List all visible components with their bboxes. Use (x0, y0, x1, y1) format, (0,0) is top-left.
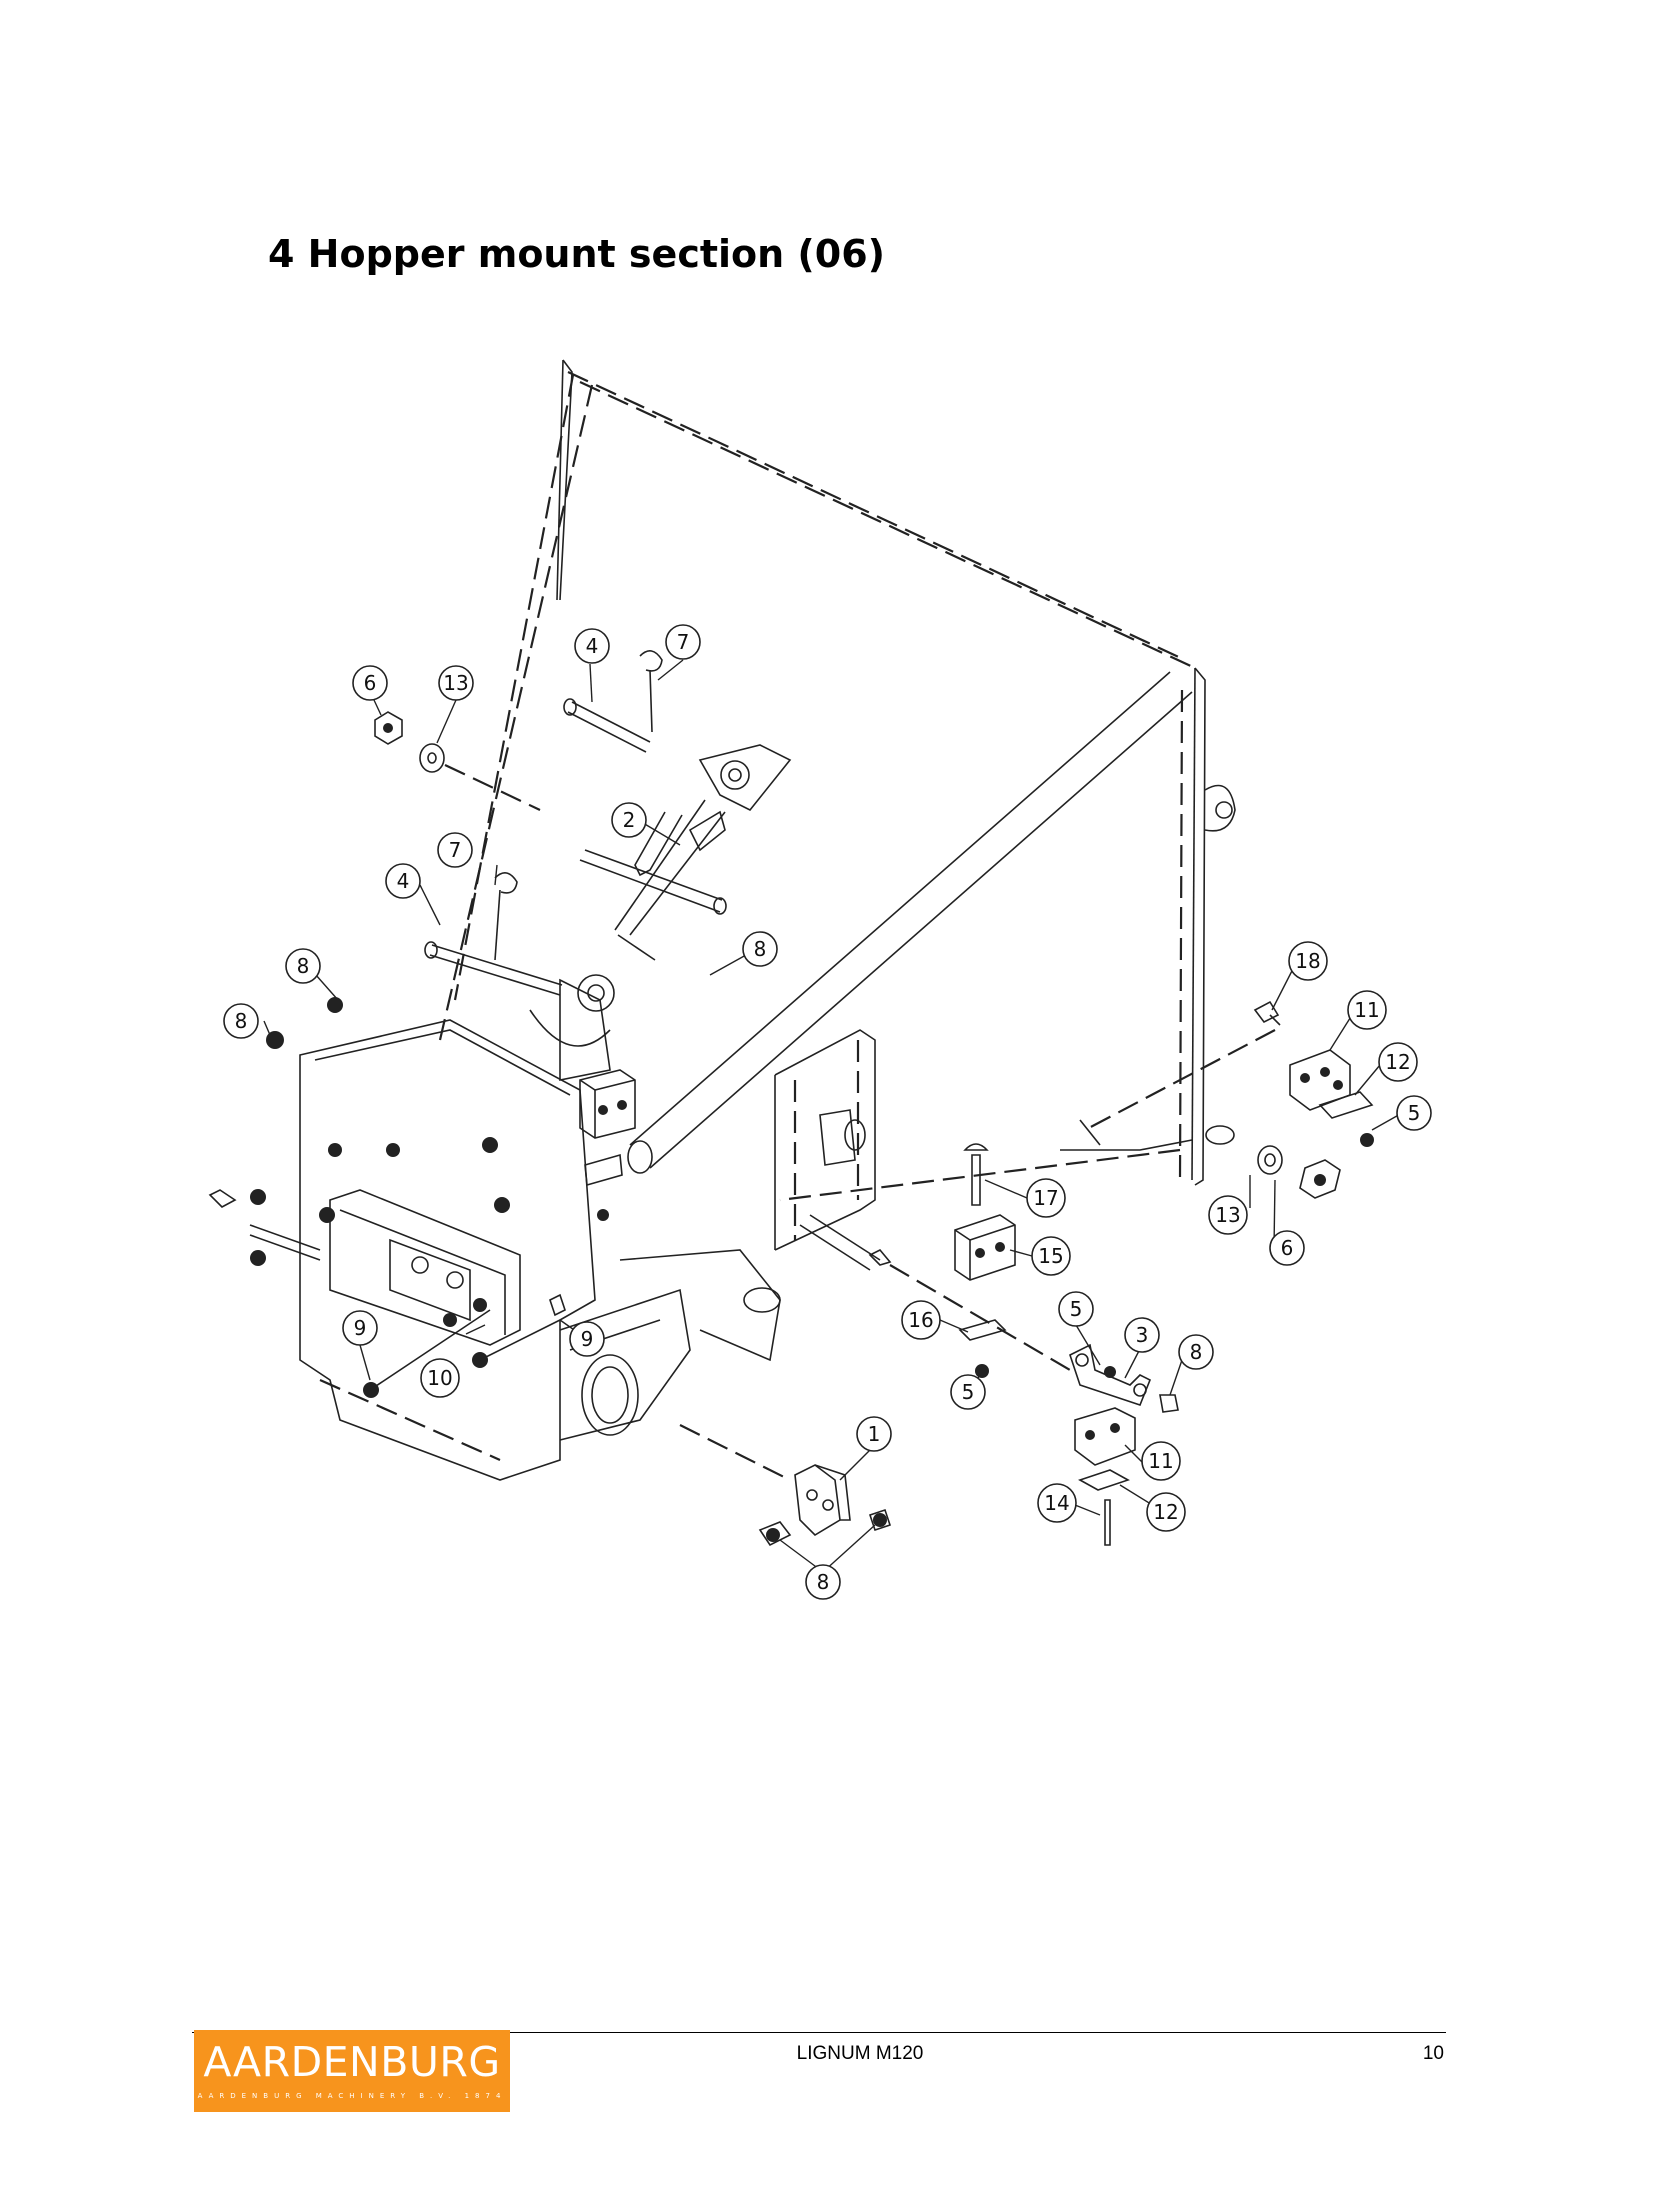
callout-2: 2 (611, 802, 647, 838)
svg-text:2: 2 (623, 808, 636, 832)
svg-text:17: 17 (1033, 1186, 1058, 1210)
svg-text:8: 8 (297, 954, 310, 978)
callout-12-lower: 12 (1146, 1492, 1186, 1532)
svg-text:15: 15 (1038, 1244, 1063, 1268)
right-pin-hardware (1205, 1125, 1341, 1199)
svg-text:4: 4 (397, 869, 410, 893)
svg-text:3: 3 (1136, 1323, 1149, 1347)
page-title: 4 Hopper mount section (06) (268, 232, 886, 276)
leader-lines (263, 659, 1403, 1573)
callout-8-left-upper: 8 (285, 948, 321, 984)
callout-18: 18 (1288, 941, 1328, 981)
footer-rule (192, 2032, 1446, 2033)
svg-text:16: 16 (908, 1308, 933, 1332)
callout-7-lower: 7 (437, 832, 473, 868)
callout-4-upper: 4 (574, 628, 610, 664)
callout-8-mid: 8 (742, 931, 778, 967)
callout-14: 14 (1037, 1483, 1077, 1523)
svg-text:1: 1 (868, 1422, 881, 1446)
svg-text:7: 7 (449, 838, 462, 862)
svg-text:11: 11 (1148, 1449, 1173, 1473)
clamp-block-right (1079, 1000, 1374, 1147)
footer-page-number: 10 (1422, 2043, 1444, 2064)
frame-plate (299, 1019, 781, 1481)
clamp-block-middle (868, 1143, 1071, 1378)
callout-1: 1 (856, 1416, 892, 1452)
callout-6-upper: 6 (352, 665, 388, 701)
callout-6-right: 6 (1269, 1230, 1305, 1266)
logo-wordmark: AARDENBURG (203, 2038, 501, 2086)
callout-8-right: 8 (1178, 1334, 1214, 1370)
svg-text:13: 13 (1215, 1203, 1240, 1227)
callout-5-mid: 5 (950, 1374, 986, 1410)
aardenburg-logo: AARDENBURG AARDENBURG MACHINERY B.V. 187… (194, 2030, 510, 2112)
svg-text:11: 11 (1354, 998, 1379, 1022)
bottom-bracket (679, 1424, 892, 1547)
callout-8-left: 8 (223, 1003, 259, 1039)
svg-text:5: 5 (1408, 1101, 1421, 1125)
callout-13-upper: 13 (438, 665, 474, 701)
callout-10: 10 (420, 1358, 460, 1398)
footer-document-name: LIGNUM M120 (796, 2043, 924, 2064)
callout-7-upper: 7 (665, 624, 701, 660)
callout-8-bottom: 8 (805, 1564, 841, 1600)
svg-text:8: 8 (817, 1570, 830, 1594)
diagonal-tube (627, 671, 1193, 1174)
svg-text:14: 14 (1044, 1491, 1069, 1515)
svg-text:18: 18 (1295, 949, 1320, 973)
callout-11-upper: 11 (1347, 990, 1387, 1030)
callout-9-mid: 9 (569, 1321, 605, 1357)
callout-9-left: 9 (342, 1310, 378, 1346)
svg-text:5: 5 (962, 1380, 975, 1404)
svg-text:7: 7 (677, 630, 690, 654)
svg-text:8: 8 (235, 1009, 248, 1033)
svg-text:6: 6 (364, 671, 377, 695)
svg-text:9: 9 (354, 1316, 367, 1340)
svg-text:13: 13 (443, 671, 468, 695)
callout-5-bracket: 5 (1058, 1291, 1094, 1327)
hopper-panel (438, 359, 1236, 1202)
logo-tagline: AARDENBURG MACHINERY B.V. 1874 (197, 2092, 507, 2100)
turnbuckle-assembly (424, 650, 792, 1081)
callout-16: 16 (901, 1300, 941, 1340)
svg-text:8: 8 (754, 937, 767, 961)
callout-13-right: 13 (1208, 1195, 1248, 1235)
svg-text:9: 9 (581, 1327, 594, 1351)
svg-text:12: 12 (1153, 1500, 1178, 1524)
bracket-lower-right (1069, 1343, 1179, 1546)
callout-15: 15 (1031, 1236, 1071, 1276)
clamp-block-upper (579, 1069, 636, 1221)
svg-text:5: 5 (1070, 1297, 1083, 1321)
left-hardware (208, 711, 566, 1398)
callout-11-lower: 11 (1141, 1441, 1181, 1481)
svg-text:12: 12 (1385, 1050, 1410, 1074)
vertical-post (774, 1029, 881, 1271)
svg-text:8: 8 (1190, 1340, 1203, 1364)
svg-text:4: 4 (586, 634, 599, 658)
callout-12-upper: 12 (1378, 1042, 1418, 1082)
svg-text:6: 6 (1281, 1236, 1294, 1260)
callout-3: 3 (1124, 1317, 1160, 1353)
callout-4-lower: 4 (385, 863, 421, 899)
callout-5-right: 5 (1396, 1095, 1432, 1131)
svg-text:10: 10 (427, 1366, 452, 1390)
callout-17: 17 (1026, 1178, 1066, 1218)
